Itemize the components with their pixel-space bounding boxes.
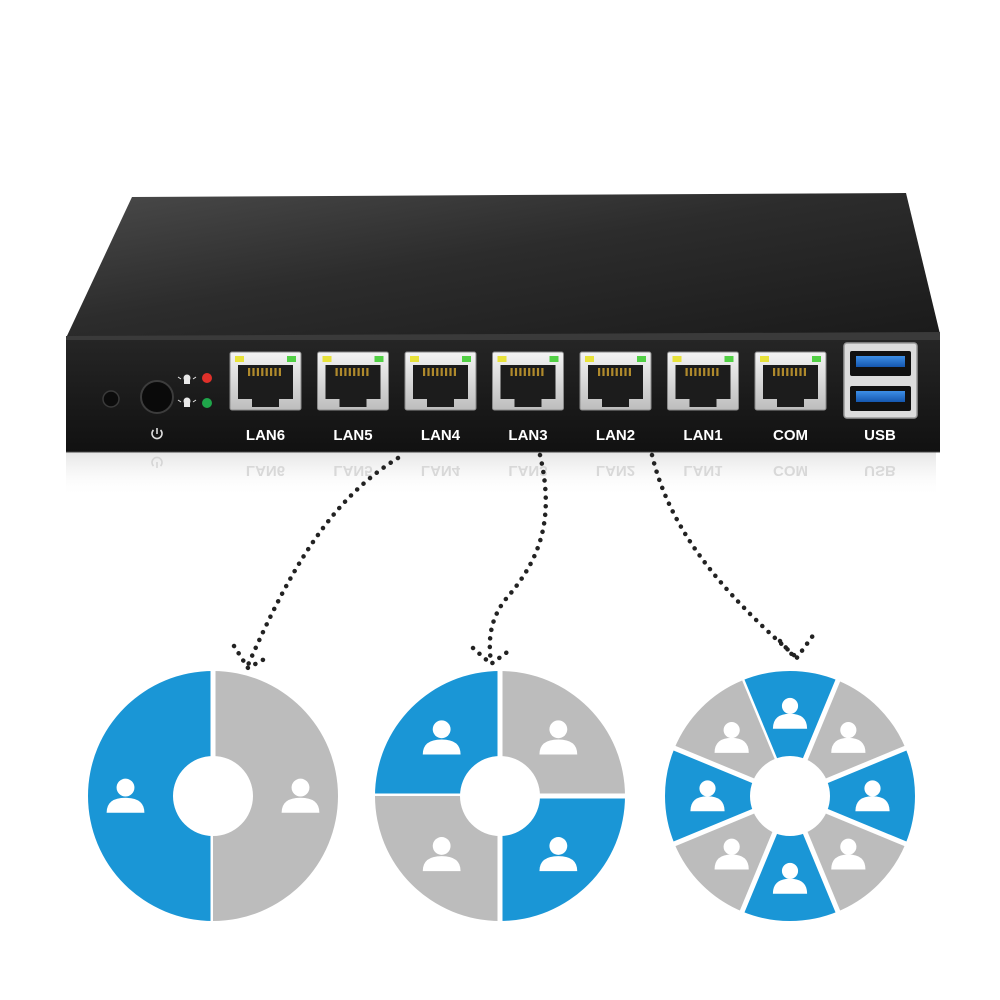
user-icon — [714, 721, 749, 753]
network-segment-diagram — [88, 669, 916, 923]
mini-pc-firewall: LAN6LAN6LAN5LAN5LAN4LAN4LAN3LAN3LAN2LAN2… — [66, 193, 940, 497]
hdd-icon — [177, 374, 197, 407]
user-icon — [772, 697, 808, 729]
usb-label: USB — [864, 427, 896, 444]
rj45-port-icon — [317, 351, 389, 411]
arrow-lan4-head — [231, 643, 273, 671]
user-icon — [422, 720, 461, 755]
power-symbol-icon — [151, 428, 163, 440]
user-icon — [714, 838, 749, 870]
led-indicator-icon — [177, 373, 212, 408]
reset-button[interactable] — [102, 390, 120, 408]
user-icon — [281, 778, 320, 813]
port-label-reflection-lan1: LAN1 — [683, 462, 722, 479]
led-green — [202, 398, 212, 408]
arrow-lan2-head — [777, 627, 820, 663]
user-icon — [772, 862, 808, 894]
user-icon — [831, 721, 866, 753]
rj45-port-icon — [492, 351, 564, 411]
port-label-reflection-lan3: LAN3 — [508, 462, 547, 479]
user-icon — [422, 837, 461, 872]
port-label-reflection-lan6: LAN6 — [246, 462, 285, 479]
port-lan4[interactable] — [404, 351, 477, 411]
dotted-arrow-icon — [231, 452, 820, 671]
arrow-lan2-path — [649, 452, 798, 659]
rj45-port-icon — [579, 351, 652, 411]
arrow-lan4-path — [245, 455, 401, 668]
arrow-lan3-path — [487, 452, 548, 665]
user-icon — [106, 778, 145, 813]
wheel-4 — [373, 669, 627, 923]
user-icon — [690, 780, 725, 812]
arrow-lan3-head — [470, 645, 513, 667]
port-lan3[interactable] — [492, 351, 564, 411]
rj45-port-icon — [667, 351, 739, 411]
port-label-lan1: LAN1 — [683, 427, 722, 444]
segment-blue — [88, 671, 213, 921]
port-lan5[interactable] — [317, 351, 389, 411]
port-label-reflection-lan2: LAN2 — [596, 462, 635, 479]
port-label-com: COM — [773, 427, 808, 444]
power-button-icon[interactable] — [140, 380, 174, 414]
floor-reflection — [66, 452, 936, 497]
user-icon — [539, 837, 578, 872]
port-label-lan4: LAN4 — [421, 427, 461, 444]
rj45-port-icon — [754, 351, 827, 411]
port-lan2[interactable] — [579, 351, 652, 411]
usb-port-icon[interactable] — [843, 342, 918, 419]
port-label-reflection-com: COM — [773, 462, 808, 479]
port-lan1[interactable] — [667, 351, 739, 411]
wheel-2 — [88, 669, 338, 923]
usb-label-reflection: USB — [864, 462, 896, 479]
user-icon — [831, 838, 866, 870]
port-label-lan3: LAN3 — [508, 427, 547, 444]
rj45-port-icon — [404, 351, 477, 411]
wheel-8 — [665, 671, 916, 921]
segment-gray — [213, 671, 338, 921]
rj45-port-icon — [229, 351, 302, 411]
port-label-lan2: LAN2 — [596, 427, 635, 444]
port-label-lan6: LAN6 — [246, 427, 285, 444]
led-red — [202, 373, 212, 383]
port-com[interactable] — [754, 351, 827, 411]
user-icon — [855, 780, 890, 812]
port-label-reflection-lan5: LAN5 — [333, 462, 372, 479]
port-label-reflection-lan4: LAN4 — [421, 462, 461, 479]
device-top-lid — [66, 193, 940, 338]
power-symbol-reflection — [151, 456, 163, 468]
port-row: LAN6LAN6LAN5LAN5LAN4LAN4LAN3LAN3LAN2LAN2… — [229, 351, 827, 479]
port-label-lan5: LAN5 — [333, 427, 372, 444]
user-icon — [539, 720, 578, 755]
port-lan6[interactable] — [229, 351, 302, 411]
